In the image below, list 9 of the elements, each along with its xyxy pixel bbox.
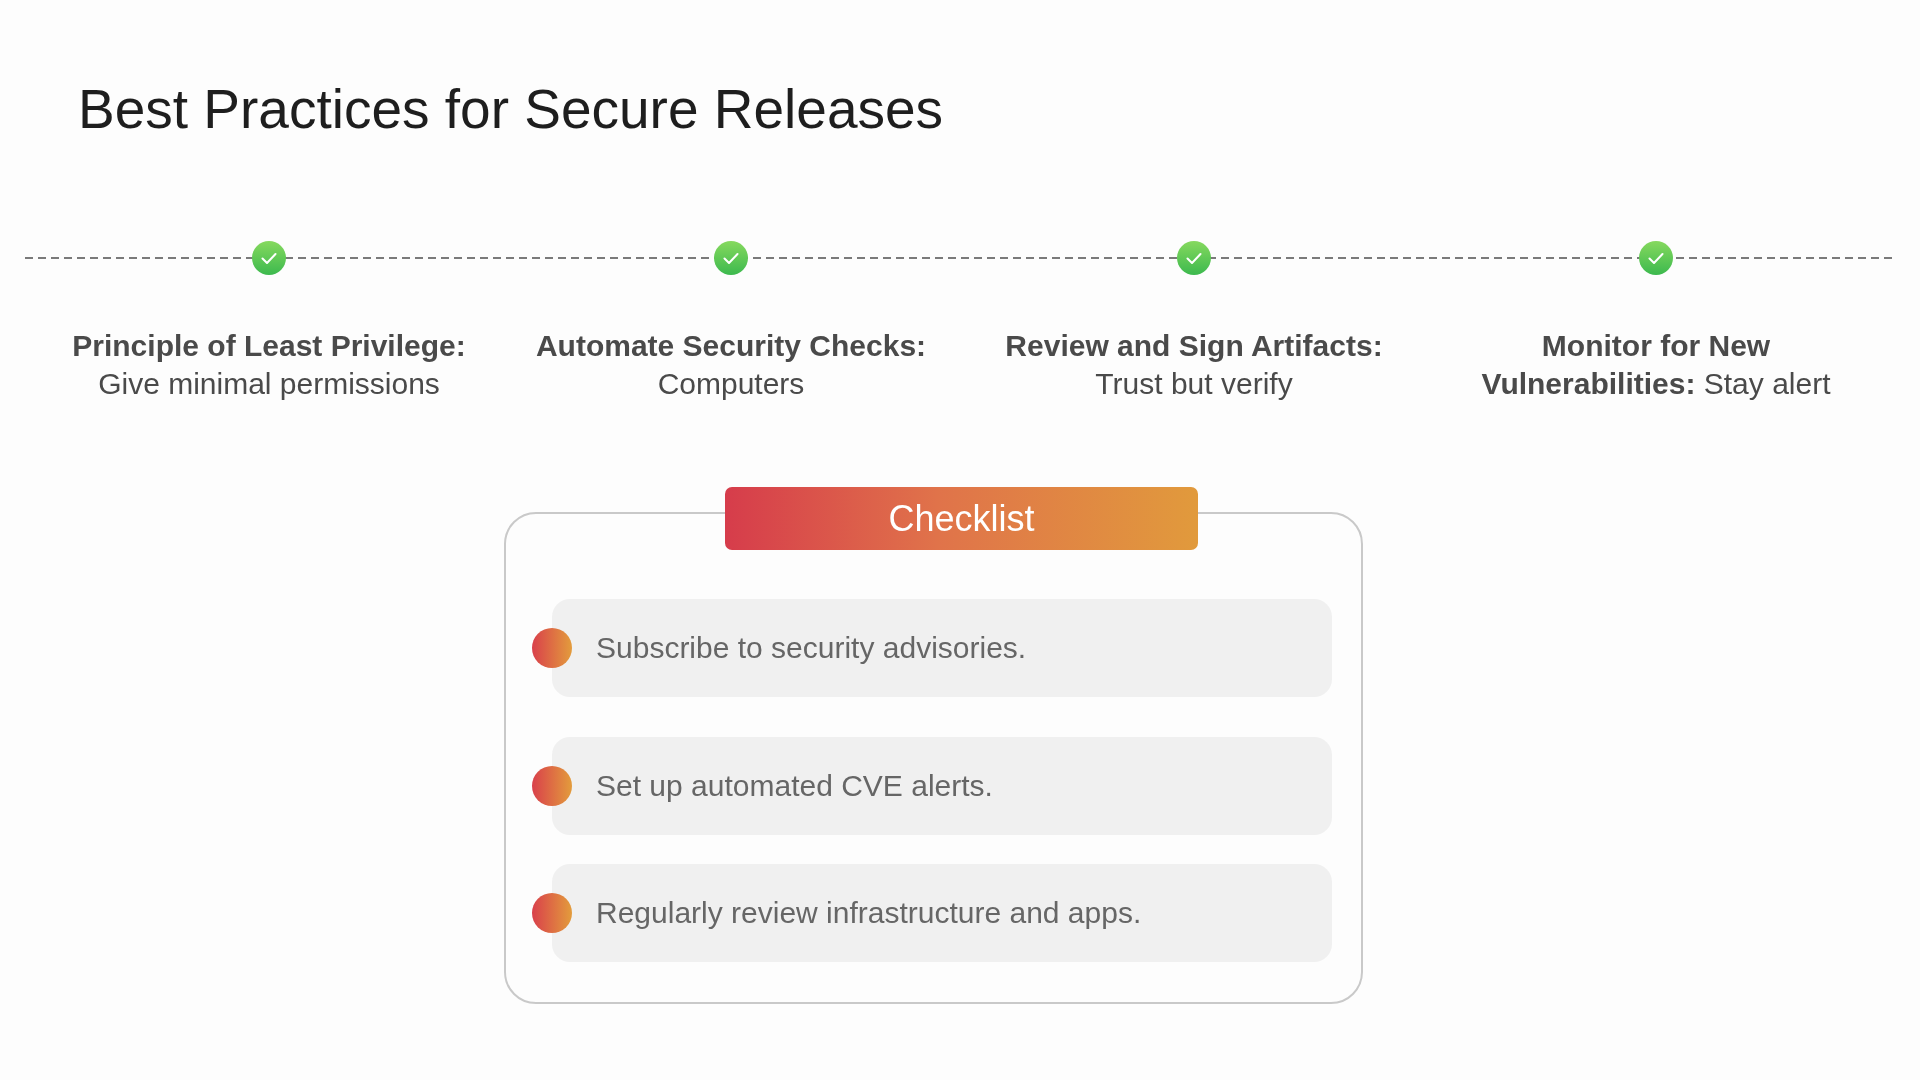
checklist-heading: Checklist: [725, 487, 1198, 550]
practice-text: Monitor for New Vulnerabilities: Stay alert: [1480, 328, 1832, 402]
practice-text: Principle of Least Privilege: Give minimal permissions: [71, 328, 467, 402]
practice-text: Review and Sign Artifacts: Trust but verify: [1004, 328, 1384, 402]
checklist-item-text: Subscribe to security advisories.: [596, 630, 1027, 666]
practice-text: Automate Security Checks: Computers: [534, 328, 928, 402]
checklist-item-text: Regularly review infrastructure and apps.: [596, 895, 1142, 931]
slide-title: Best Practices for Secure Releases: [78, 77, 944, 142]
checklist-item-text: Set up automated CVE alerts.: [596, 768, 993, 804]
